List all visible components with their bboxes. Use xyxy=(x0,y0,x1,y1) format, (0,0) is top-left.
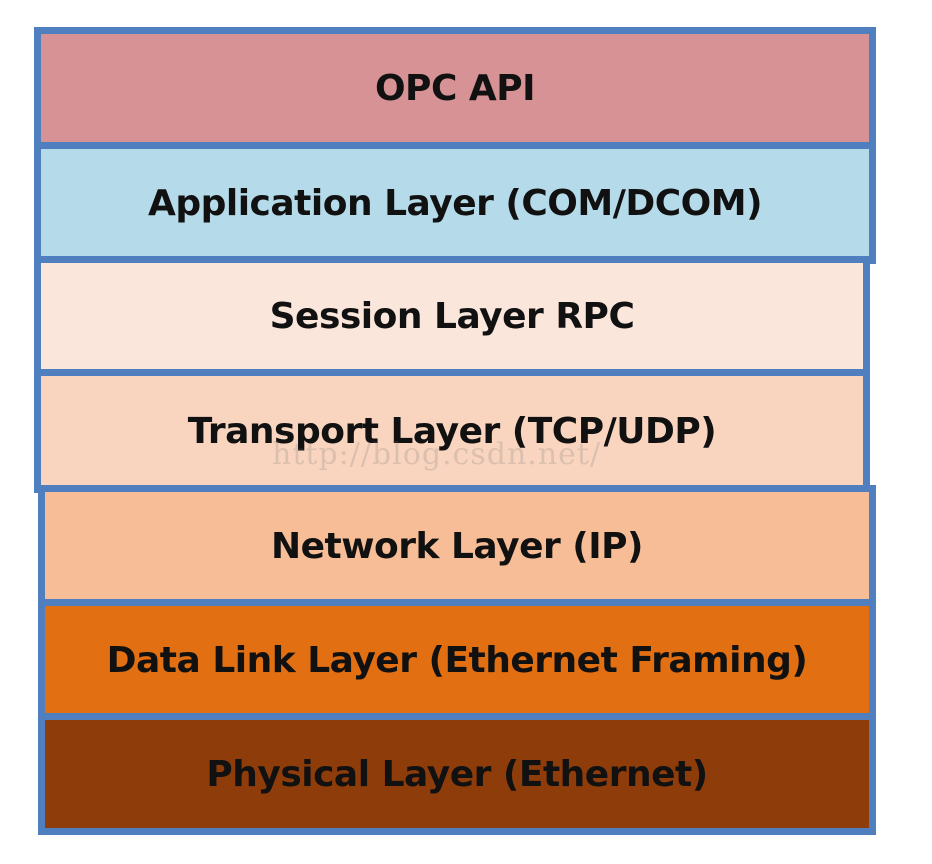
layer-session-label: Session Layer RPC xyxy=(269,296,635,337)
layer-application-label: Application Layer (COM/DCOM) xyxy=(147,182,763,224)
layer-physical: Physical Layer (Ethernet) xyxy=(38,713,876,835)
layer-transport-label: Transport Layer (TCP/UDP) xyxy=(187,410,717,452)
layer-transport: Transport Layer (TCP/UDP) xyxy=(34,369,870,493)
layer-opc-api-label: OPC API xyxy=(374,67,536,109)
layer-network: Network Layer (IP) xyxy=(38,485,876,607)
layer-session: Session Layer RPC xyxy=(34,256,870,377)
layer-data-link-label: Data Link Layer (Ethernet Framing) xyxy=(106,639,808,681)
layer-opc-api: OPC API xyxy=(34,27,876,149)
layer-physical-label: Physical Layer (Ethernet) xyxy=(206,753,708,795)
layer-network-label: Network Layer (IP) xyxy=(271,525,643,567)
layer-application: Application Layer (COM/DCOM) xyxy=(34,142,876,264)
layer-data-link: Data Link Layer (Ethernet Framing) xyxy=(38,599,876,721)
